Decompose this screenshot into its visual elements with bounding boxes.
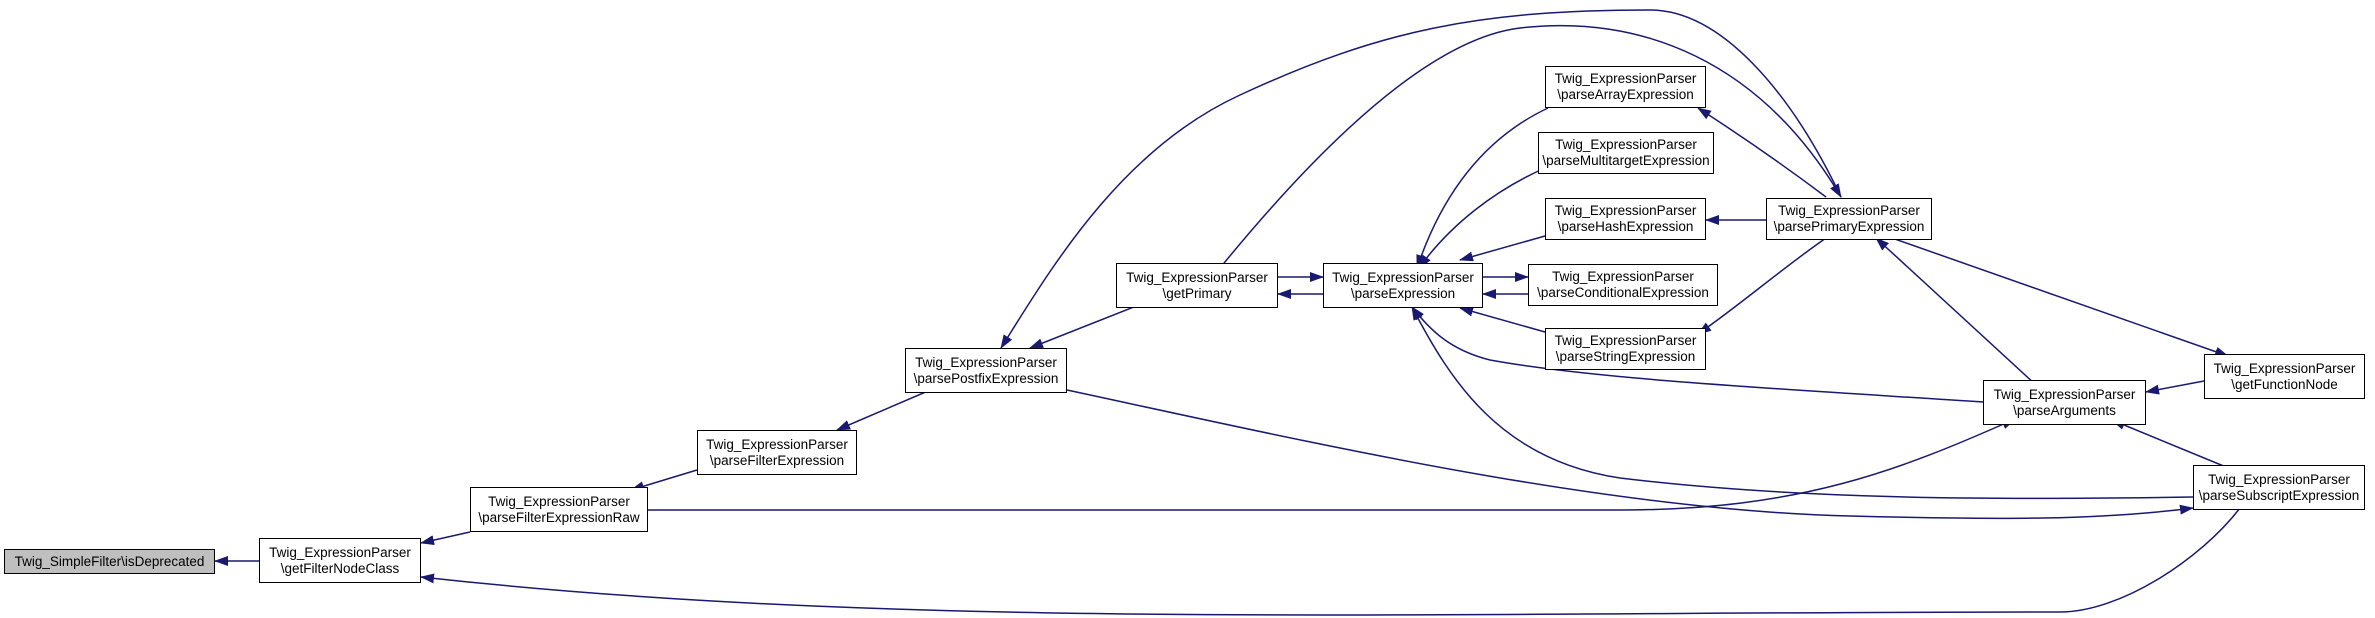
node-parsehashexpression[interactable]: Twig_ExpressionParser \parseHashExpressi… [1545,198,1706,240]
node-label-line1: Twig_ExpressionParser [1552,269,1694,284]
node-parsefilterexpressionraw[interactable]: Twig_ExpressionParser \parseFilterExpres… [470,487,648,532]
node-parsearguments[interactable]: Twig_ExpressionParser \parseArguments [1983,380,2146,425]
edge-parsemultitargetexpression-to-parseexpression [1418,167,1546,269]
node-parseexpression[interactable]: Twig_ExpressionParser \parseExpression [1323,263,1483,308]
node-parsesubscriptexpression[interactable]: Twig_ExpressionParser \parseSubscriptExp… [2193,465,2365,510]
edge-parseprimaryexpression-to-parsestringexpression [1697,237,1827,335]
edge-parsesubscriptexpression-to-parseexpression [1411,306,2194,500]
node-parsemultitargetexpression[interactable]: Twig_ExpressionParser \parseMultitargetE… [1538,132,1714,174]
edge-parseprimaryexpression-to-getfunctionnode [1891,237,2229,357]
edge-parsehashexpression-to-parseexpression [1459,235,1546,262]
node-label-line2: \parseHashExpression [1557,219,1694,234]
node-label-line1: Twig_ExpressionParser [706,436,848,452]
node-label-line1: Twig_ExpressionParser [2208,471,2350,487]
node-parsearrayexpression[interactable]: Twig_ExpressionParser \parseArrayExpress… [1545,66,1706,108]
node-label-line2: \getFilterNodeClass [280,560,400,576]
node-label-line1: Twig_ExpressionParser [1126,269,1268,285]
node-label-line2: \getPrimary [1162,285,1232,301]
node-label-line1: Twig_ExpressionParser [915,354,1057,370]
edge-parsesubscriptexpression-to-parsearguments [2111,419,2227,468]
node-label-line2: \parseConditionalExpression [1537,285,1709,300]
node-getfunctionnode[interactable]: Twig_ExpressionParser \getFunctionNode [2204,354,2365,399]
node-label-line2: \parsePrimaryExpression [1773,219,1925,234]
node-label-line1: Twig_ExpressionParser [269,544,411,560]
node-label-line1: Twig_ExpressionParser [1555,137,1697,152]
edge-parsefilterexpressionraw-to-parsearguments [648,418,2016,511]
node-label-line1: Twig_SimpleFilter\isDeprecated [14,553,205,569]
edge-parsearrayexpression-to-parseexpression [1416,107,1549,269]
edge-parsepostfixexpression-to-parsesubscriptexpression [1066,389,2194,520]
node-label-line2: \parseStringExpression [1555,349,1696,364]
node-label-line1: Twig_ExpressionParser [1554,333,1697,348]
node-label-line2: \parseMultitargetExpression [1542,153,1710,168]
node-label-line1: Twig_ExpressionParser [488,493,630,509]
node-label-line2: \parseFilterExpressionRaw [478,509,640,525]
node-label-line2: \parseFilterExpression [709,452,845,468]
node-label-line2: \getFunctionNode [2231,376,2338,392]
edge-getprimary-to-parsepostfixexpression [1029,302,1145,349]
node-parsefilterexpression[interactable]: Twig_ExpressionParser \parseFilterExpres… [697,430,857,475]
node-label-line1: Twig_ExpressionParser [1993,386,2136,402]
node-label-line1: Twig_ExpressionParser [2213,360,2356,376]
edge-parseprimaryexpression-to-parsearrayexpression [1697,107,1827,198]
node-label-line2: \parsePostfixExpression [913,370,1059,386]
edge-parsearguments-to-parseexpression [1411,306,1984,403]
node-isdeprecated: Twig_SimpleFilter\isDeprecated [4,549,215,574]
node-label-line2: \parseArrayExpression [1557,87,1694,102]
edge-parsearguments-to-parseprimaryexpression [1875,237,2037,386]
node-parseprimaryexpression[interactable]: Twig_ExpressionParser \parsePrimaryExpre… [1766,198,1932,240]
edge-parsestringexpression-to-parseexpression [1459,306,1546,333]
node-label-line2: \parseSubscriptExpression [2198,487,2360,503]
node-label-line1: Twig_ExpressionParser [1332,269,1474,285]
node-parseconditionalexpression[interactable]: Twig_ExpressionParser \parseConditionalE… [1528,264,1718,306]
node-getfilternodeclass[interactable]: Twig_ExpressionParser \getFilterNodeClas… [259,538,421,583]
node-label-line1: Twig_ExpressionParser [1554,203,1697,218]
edge-parsepostfixexpression-to-parsefilterexpression [836,387,936,431]
edge-parsesubscriptexpression-to-getfilternodeclass [420,507,2241,616]
edge-parsefilterexpression-to-parsefilterexpressionraw [630,469,698,492]
node-label-line1: Twig_ExpressionParser [1554,71,1697,86]
edge-getfunctionnode-to-parsearguments [2145,380,2205,395]
node-label-line1: Twig_ExpressionParser [1778,203,1920,218]
edge-getprimary-to-parseprimaryexpression [1219,24,1842,269]
node-parsepostfixexpression[interactable]: Twig_ExpressionParser \parsePostfixExpre… [905,348,1067,393]
node-parsestringexpression[interactable]: Twig_ExpressionParser \parseStringExpres… [1545,328,1706,370]
node-getprimary[interactable]: Twig_ExpressionParser \getPrimary [1116,263,1278,308]
edge-parseprimaryexpression-to-parsepostfixexpression [1000,9,1842,349]
edge-parsefilterexpressionraw-to-getfilternodeclass [420,531,471,546]
node-label-line2: \parseArguments [2013,402,2116,418]
node-label-line2: \parseExpression [1350,285,1456,301]
